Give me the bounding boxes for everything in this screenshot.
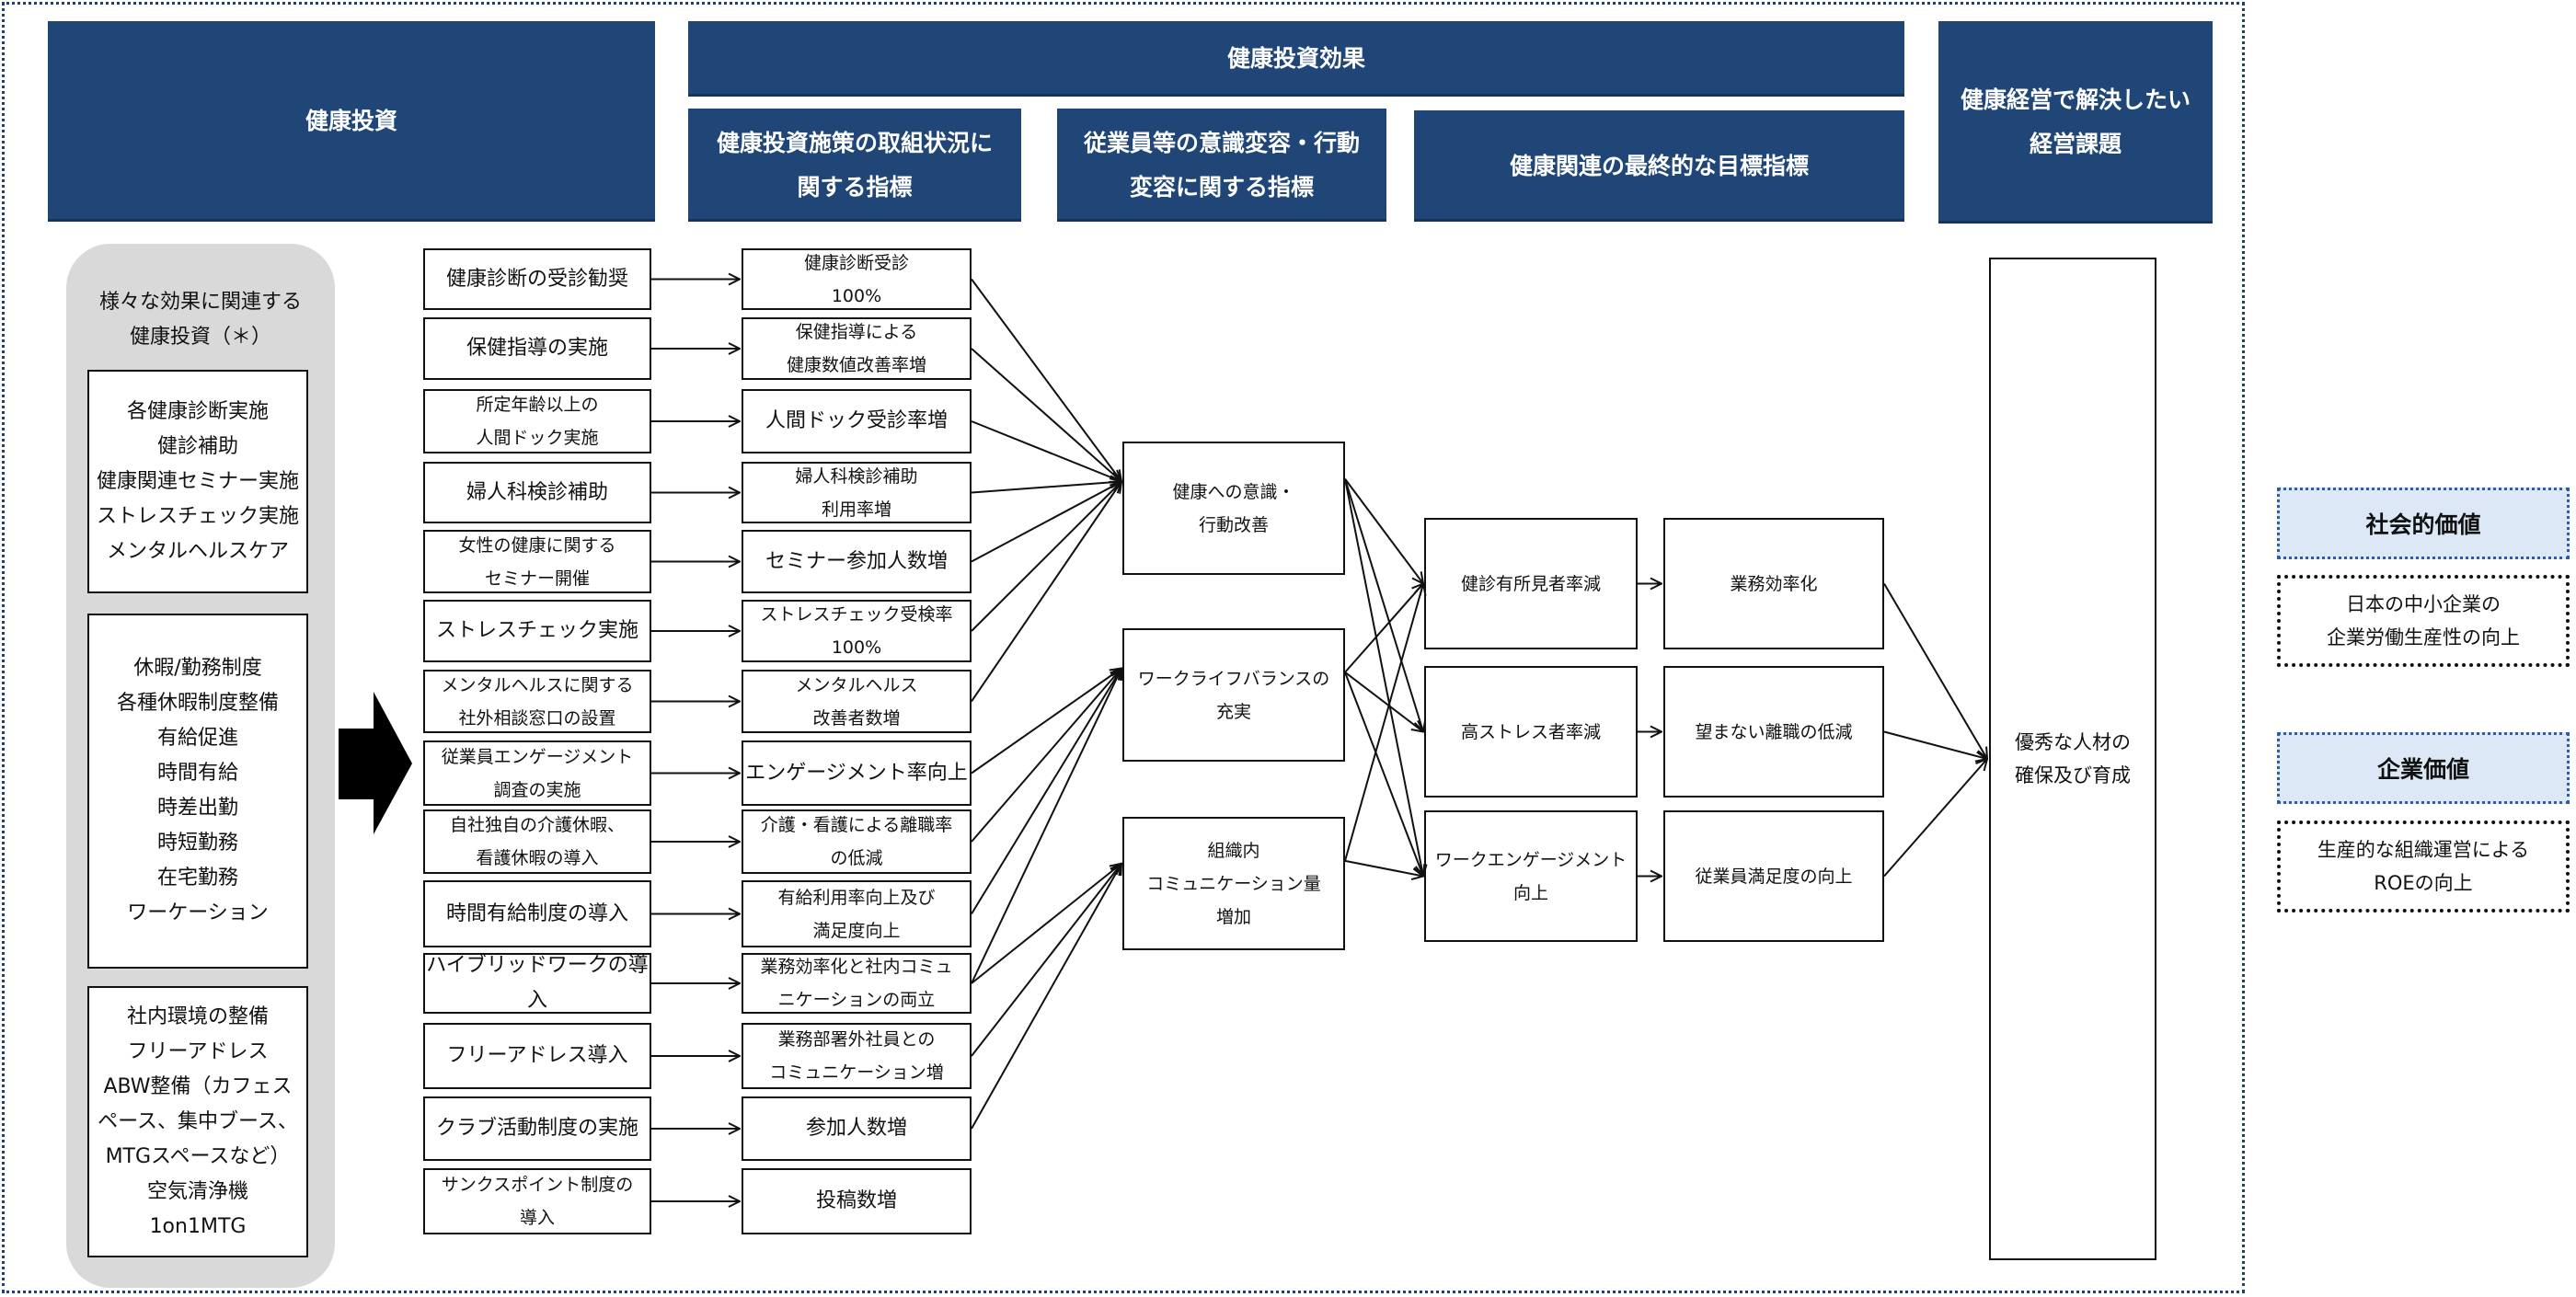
big-right-arrow-icon	[339, 692, 412, 834]
measure-indicator-box: 健康診断受診 100%	[742, 248, 972, 310]
investment-item: 空気清浄機	[146, 1179, 248, 1203]
investment-item: MTGスペースなど）	[105, 1144, 291, 1168]
measure-indicator-box: 業務効率化と社内コミュ ニケーションの両立	[742, 953, 972, 1014]
measure-box: ハイブリッドワークの導入	[423, 953, 651, 1014]
investment-item: 在宅勤務	[156, 867, 238, 890]
investment-group-health: 各健康診断実施健診補助健康関連セミナー実施ストレスチェック実施メンタルヘルスケア	[87, 370, 308, 593]
investment-item: フリーアドレス	[127, 1039, 269, 1063]
corporate-value-title-label: 企業価値	[2376, 756, 2469, 783]
measure-indicator-box: 人間ドック受診率増	[742, 389, 972, 453]
investment-item: 各種休暇制度整備	[116, 692, 279, 715]
header-effect-label: 健康投資効果	[1226, 45, 1365, 72]
header-measures-indicator: 健康投資施策の取組状況に 関する指標	[688, 109, 1021, 222]
measure-indicator-box: 業務部署外社員との コミュニケーション増	[742, 1023, 972, 1089]
header-investment: 健康投資	[48, 21, 655, 222]
header-final-indicator-label: 健康関連の最終的な目標指標	[1509, 152, 1809, 179]
measure-box: メンタルヘルスに関する 社外相談窓口の設置	[423, 670, 651, 733]
final-indicator-box: 健診有所見者率減	[1424, 518, 1638, 649]
header-management-issue-label: 健康経営で解決したい 経営課題	[1960, 86, 2191, 157]
measure-indicator-box: 婦人科検診補助 利用率増	[742, 462, 972, 523]
measure-indicator-box: 介護・看護による離職率 の低減	[742, 809, 972, 874]
header-final-indicator: 健康関連の最終的な目標指標	[1414, 110, 1904, 222]
investment-item: メンタルヘルスケア	[106, 539, 289, 563]
social-value-body: 日本の中小企業の 企業労働生産性の向上	[2277, 575, 2570, 667]
social-value-body-label: 日本の中小企業の 企業労働生産性の向上	[2327, 593, 2520, 648]
corporate-value-title: 企業価値	[2277, 732, 2570, 804]
investment-item: 時間有給	[156, 762, 238, 785]
investment-item: 各健康診断実施	[126, 399, 269, 423]
investment-item: 1on1MTG	[149, 1214, 247, 1238]
management-goal-box: 優秀な人材の 確保及び育成	[1989, 258, 2156, 1260]
measure-indicator-box: ストレスチェック受検率 100%	[742, 600, 972, 662]
measure-indicator-box: エンゲージメント率向上	[742, 740, 972, 806]
final-goal-box: 業務効率化	[1663, 518, 1884, 649]
investment-item: 時差出勤	[156, 797, 238, 820]
diagram-frame	[2, 2, 2245, 1293]
measure-indicator-box: 有給利用率向上及び 満足度向上	[742, 880, 972, 947]
investment-group-leave: 休暇/勤務制度各種休暇制度整備有給促進時間有給時差出勤時短勤務在宅勤務ワーケーシ…	[87, 614, 308, 969]
investment-item: 健診補助	[156, 434, 238, 458]
management-goal-label: 優秀な人材の 確保及び育成	[2015, 731, 2131, 786]
investment-item: 時短勤務	[156, 832, 238, 855]
measure-indicator-box: セミナー参加人数増	[742, 530, 972, 593]
behavior-box: ワークライフバランスの 充実	[1122, 628, 1345, 762]
measure-box: 婦人科検診補助	[423, 462, 651, 523]
measure-box: 保健指導の実施	[423, 317, 651, 380]
investment-item: 有給促進	[156, 727, 238, 750]
investment-item: ABW整備（カフェス	[103, 1074, 293, 1098]
measure-box: 従業員エンゲージメント 調査の実施	[423, 740, 651, 806]
investment-item: ワーケーション	[127, 901, 269, 924]
behavior-box: 組織内 コミュニケーション量 増加	[1122, 817, 1345, 950]
investment-item: 健康関連セミナー実施	[96, 469, 299, 493]
measure-box: フリーアドレス導入	[423, 1023, 651, 1089]
corporate-value-body: 生産的な組織運営による ROEの向上	[2277, 821, 2570, 912]
measure-box: 所定年齢以上の 人間ドック実施	[423, 389, 651, 453]
investment-item: ペース、集中ブース、	[98, 1109, 298, 1133]
investment-item: 休暇/勤務制度	[133, 657, 262, 680]
header-investment-label: 健康投資	[305, 108, 397, 134]
social-value-title-label: 社会的価値	[2365, 511, 2481, 538]
measure-box: サンクスポイント制度の 導入	[423, 1168, 651, 1234]
measure-indicator-box: メンタルヘルス 改善者数増	[742, 670, 972, 733]
header-behavior-indicator: 従業員等の意識変容・行動 変容に関する指標	[1057, 109, 1386, 222]
final-goal-box: 従業員満足度の向上	[1663, 810, 1884, 942]
final-goal-box: 望まない離職の低減	[1663, 666, 1884, 798]
header-behavior-indicator-label: 従業員等の意識変容・行動 変容に関する指標	[1083, 129, 1360, 201]
investment-group-environment: 社内環境の整備フリーアドレス ABW整備（カフェスペース、集中ブース、 MTGスペー…	[87, 986, 308, 1257]
investment-item: ストレスチェック実施	[96, 504, 299, 528]
measure-box: 女性の健康に関する セミナー開催	[423, 530, 651, 593]
investment-item: 社内環境の整備	[126, 1004, 269, 1028]
final-indicator-box: 高ストレス者率減	[1424, 666, 1638, 798]
corporate-value-body-label: 生産的な組織運営による ROEの向上	[2317, 839, 2530, 894]
header-management-issue: 健康経営で解決したい 経営課題	[1938, 21, 2213, 224]
measure-indicator-box: 保健指導による 健康数値改善率増	[742, 317, 972, 380]
measure-indicator-box: 参加人数増	[742, 1096, 972, 1161]
measure-box: 自社独自の介護休暇、 看護休暇の導入	[423, 809, 651, 874]
social-value-title: 社会的価値	[2277, 488, 2570, 559]
measure-indicator-box: 投稿数増	[742, 1168, 972, 1234]
behavior-box: 健康への意識・ 行動改善	[1122, 442, 1345, 575]
header-measures-indicator-label: 健康投資施策の取組状況に 関する指標	[716, 129, 993, 201]
investment-panel-title: 様々な効果に関連する 健康投資（＊）	[98, 291, 302, 349]
measure-box: クラブ活動制度の実施	[423, 1096, 651, 1161]
measure-box: 健康診断の受診勧奨	[423, 248, 651, 310]
header-effect: 健康投資効果	[688, 21, 1904, 97]
measure-box: 時間有給制度の導入	[423, 880, 651, 947]
final-indicator-box: ワークエンゲージメント 向上	[1424, 810, 1638, 942]
measure-box: ストレスチェック実施	[423, 600, 651, 662]
